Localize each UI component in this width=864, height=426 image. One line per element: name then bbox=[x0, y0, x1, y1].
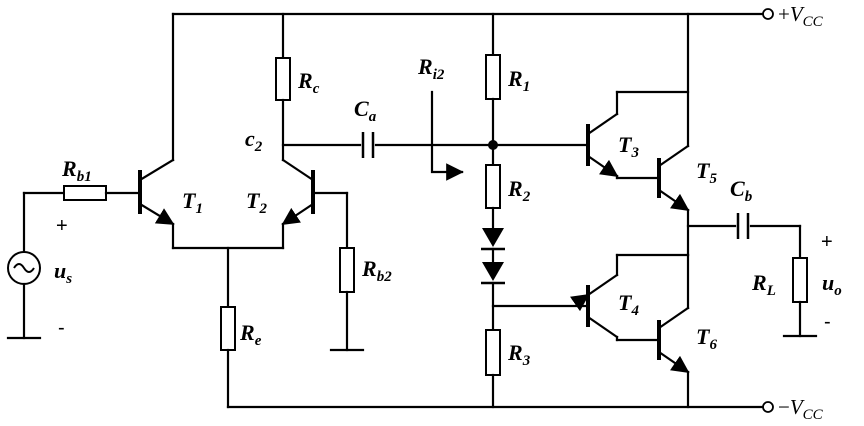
label-rl: RL bbox=[751, 270, 776, 299]
label-t3: T3 bbox=[618, 132, 639, 161]
label-us: us bbox=[54, 258, 72, 287]
label-c2: c2 bbox=[245, 126, 263, 155]
resistor-r3 bbox=[485, 329, 501, 409]
label-cb: Cb bbox=[730, 176, 753, 205]
vcc-negative-terminal bbox=[762, 401, 774, 413]
label-t1: T1 bbox=[182, 188, 203, 217]
transistor-t1 bbox=[138, 12, 175, 250]
resistor-r1 bbox=[485, 12, 501, 167]
signal-source bbox=[6, 191, 42, 340]
resistor-r2 bbox=[485, 164, 501, 230]
label-r1: R1 bbox=[507, 66, 530, 95]
label-r2: R2 bbox=[507, 176, 531, 205]
us-plus-sign: + bbox=[56, 215, 68, 237]
transistor-t6 bbox=[657, 253, 690, 409]
resistor-re bbox=[220, 246, 236, 409]
resistor-rl bbox=[782, 224, 818, 338]
label-ri2: Ri2 bbox=[417, 54, 445, 83]
transistor-t3 bbox=[586, 90, 690, 180]
label-rb2: Rb2 bbox=[361, 256, 392, 285]
resistor-rb1 bbox=[22, 185, 142, 201]
label-vcc-positive: +VCC bbox=[778, 2, 824, 30]
label-t2: T2 bbox=[246, 188, 267, 217]
ri2-arrow bbox=[430, 90, 464, 181]
label-vcc-negative: −VCC bbox=[778, 395, 824, 423]
junction-node-r1-r2 bbox=[488, 140, 498, 150]
transistor-t4 bbox=[569, 253, 690, 342]
transistor-t5 bbox=[657, 12, 690, 257]
vcc-positive-rail bbox=[171, 8, 774, 20]
label-ca: Ca bbox=[354, 96, 377, 125]
uo-plus-sign: + bbox=[821, 231, 833, 253]
us-minus-sign: - bbox=[58, 317, 65, 339]
label-re: Re bbox=[239, 320, 262, 349]
vcc-negative-rail bbox=[226, 401, 774, 413]
diode-1 bbox=[481, 228, 505, 251]
resistor-rb2 bbox=[329, 191, 365, 352]
capacitor-cb bbox=[686, 213, 802, 239]
vcc-positive-terminal bbox=[762, 8, 774, 20]
label-t6: T6 bbox=[696, 324, 717, 353]
uo-minus-sign: - bbox=[824, 311, 831, 333]
transistor-t2 bbox=[281, 158, 349, 250]
label-rc: Rc bbox=[297, 68, 320, 97]
label-t4: T4 bbox=[618, 290, 639, 319]
diode-2 bbox=[481, 262, 505, 285]
label-t5: T5 bbox=[696, 158, 717, 187]
label-r3: R3 bbox=[507, 340, 531, 369]
capacitor-ca bbox=[281, 132, 587, 158]
resistor-rc bbox=[275, 12, 291, 162]
label-rb1: Rb1 bbox=[61, 156, 92, 185]
label-uo: uo bbox=[822, 270, 842, 299]
